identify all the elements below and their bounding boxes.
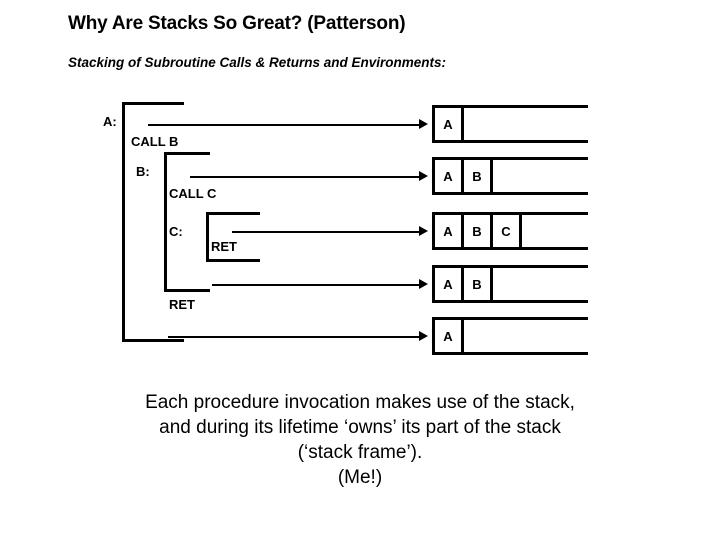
code-label-c: C: [169, 224, 183, 239]
stack-free-space [493, 157, 588, 195]
stack-cell: A [435, 215, 464, 247]
arrow-line-5 [168, 336, 420, 338]
stack-cell: B [464, 215, 493, 247]
code-label-ret-outer: RET [169, 297, 195, 312]
call-stack-diagram: A: CALL B B: CALL C C: RET RET A [0, 90, 720, 360]
arrow-line-2 [190, 176, 420, 178]
stack-cell: A [435, 108, 464, 140]
stack-free-space [464, 317, 588, 355]
code-label-call-b: CALL B [131, 134, 179, 149]
code-label-b: B: [136, 164, 150, 179]
arrow-head-2 [419, 171, 428, 181]
stack-free-space [522, 212, 588, 250]
procedure-b-bracket [164, 152, 210, 292]
stack-cell: B [464, 160, 493, 192]
page-title: Why Are Stacks So Great? (Patterson) [68, 13, 406, 34]
arrow-line-4 [212, 284, 420, 286]
stack-cell: A [435, 320, 464, 352]
arrow-head-3 [419, 226, 428, 236]
stack-free-space [493, 265, 588, 303]
page-subtitle: Stacking of Subroutine Calls & Returns a… [68, 55, 447, 70]
stack-cell: A [435, 268, 464, 300]
procedure-c-bracket [206, 212, 260, 262]
stack-cells: A B [432, 157, 493, 195]
procedure-a-bracket [122, 102, 184, 342]
arrow-line-1 [148, 124, 420, 126]
code-label-ret-inner: RET [211, 239, 237, 254]
stack-cells: A [432, 105, 464, 143]
arrow-line-3 [232, 231, 420, 233]
code-label-a: A: [103, 114, 117, 129]
stack-cell: B [464, 268, 493, 300]
arrow-head-4 [419, 279, 428, 289]
stack-cells: A B [432, 265, 493, 303]
arrow-head-5 [419, 331, 428, 341]
stack-cell: C [493, 215, 522, 247]
stack-cells: A [432, 317, 464, 355]
slide-caption: Each procedure invocation makes use of t… [145, 392, 575, 488]
arrow-head-1 [419, 119, 428, 129]
stack-cells: A B C [432, 212, 522, 250]
stack-free-space [464, 105, 588, 143]
stack-cell: A [435, 160, 464, 192]
code-label-call-c: CALL C [169, 186, 217, 201]
